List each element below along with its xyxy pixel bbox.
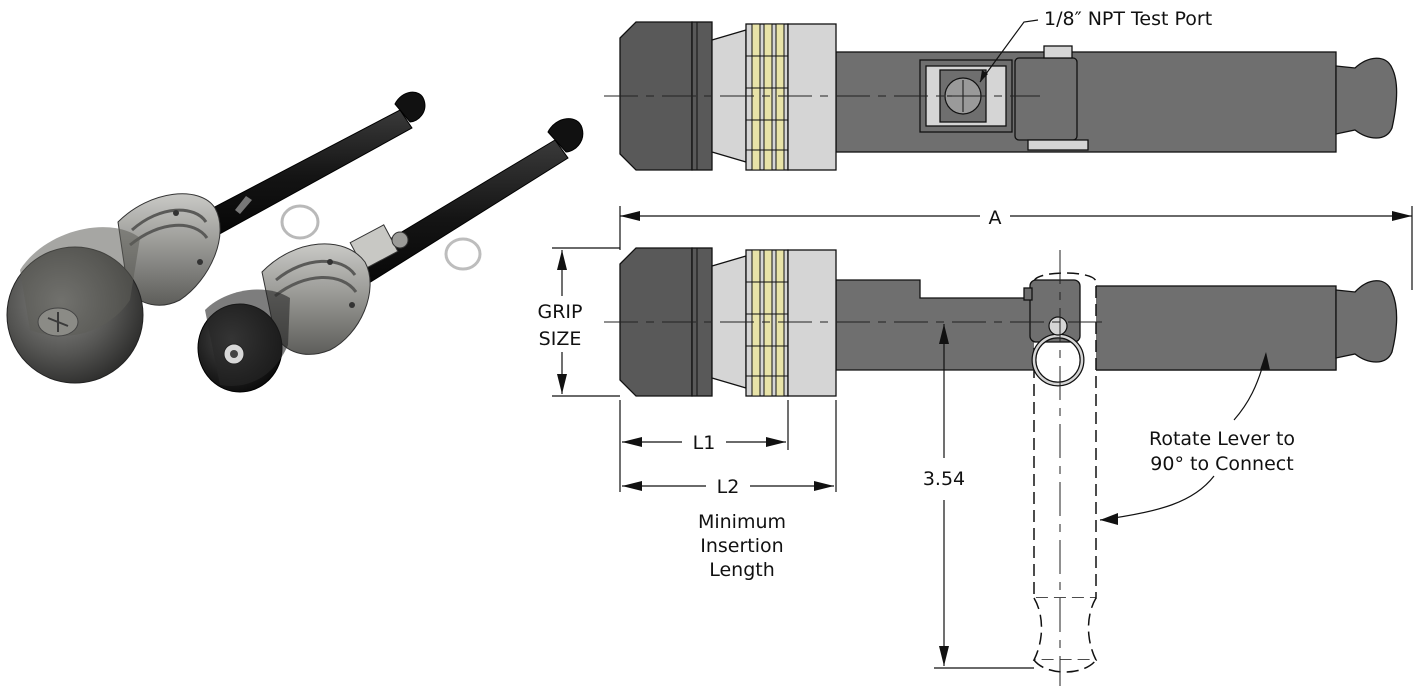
side-view-drawing (604, 247, 1398, 686)
l2-dimension: L2 Minimum Insertion Length (622, 400, 837, 581)
min-insertion-label-line1: Minimum (698, 511, 786, 533)
l2-label: L2 (717, 476, 740, 498)
lever-height-label: 3.54 (923, 468, 965, 490)
dimension-annotations: 1/8″ NPT Test Port A GRIP SIZE (538, 8, 1413, 669)
l1-dimension: L1 (619, 400, 789, 492)
min-insertion-label-line2: Insertion (700, 535, 783, 557)
overall-length-dimension: A (619, 206, 1413, 290)
top-view-drawing (604, 21, 1398, 171)
product-photo (6, 91, 584, 393)
overall-length-label: A (989, 207, 1002, 229)
test-port-callout: 1/8″ NPT Test Port (979, 8, 1212, 83)
lever-height-dimension: 3.54 (923, 324, 1034, 669)
photo-plug-back (6, 91, 426, 384)
rotate-lever-callout: Rotate Lever to 90° to Connect (1099, 352, 1295, 525)
photo-plug-front (197, 118, 584, 393)
l1-label: L1 (693, 432, 716, 454)
grip-size-label-line2: SIZE (539, 328, 582, 350)
min-insertion-label-line3: Length (709, 559, 775, 581)
rotate-lever-label-line1: Rotate Lever to (1149, 428, 1295, 450)
test-port-label: 1/8″ NPT Test Port (1044, 8, 1212, 30)
grip-size-label-line1: GRIP (538, 301, 583, 323)
grip-size-dimension: GRIP SIZE (538, 247, 620, 397)
rotate-lever-label-line2: 90° to Connect (1150, 453, 1293, 475)
